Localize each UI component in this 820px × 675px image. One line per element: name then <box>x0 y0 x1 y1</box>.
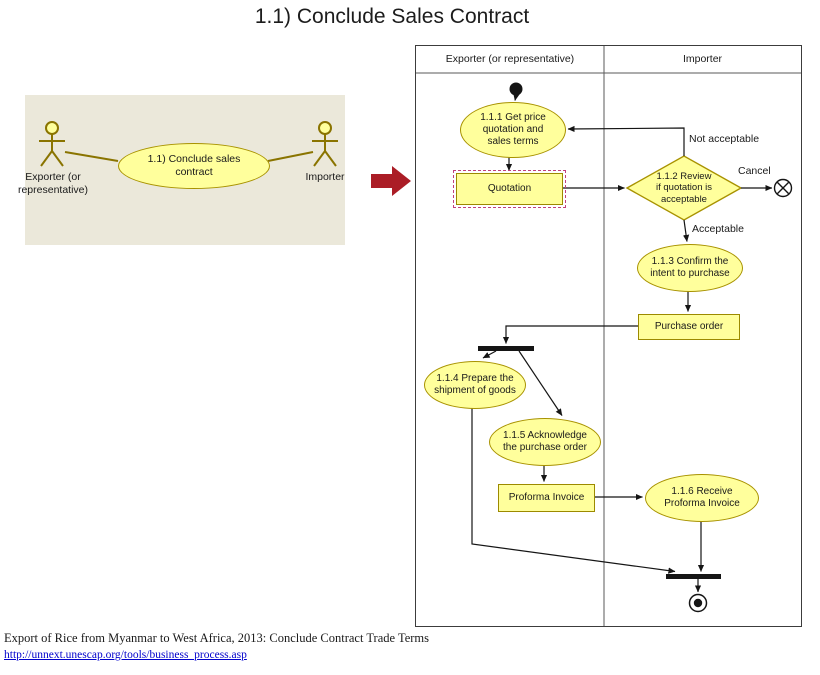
start-node <box>509 82 523 96</box>
flow-114-to-join <box>471 406 676 574</box>
use-case-conclude-sales-contract: 1.1) Conclude sales contract <box>118 143 270 189</box>
uc-line-importer <box>267 151 314 162</box>
importer-actor-icon <box>312 121 338 167</box>
flow-fork-to-115 <box>518 350 563 416</box>
uc-line-exporter <box>64 151 119 162</box>
flow-not-acceptable <box>567 125 685 156</box>
node-prepare-shipment: 1.1.4 Prepare the shipment of goods <box>424 361 526 409</box>
connector-layer <box>416 46 801 626</box>
activity-diagram: Exporter (or representative) Importer 1.… <box>415 45 802 627</box>
node-get-price-quotation: 1.1.1 Get price quotation and sales term… <box>460 102 566 158</box>
actor-importer-label: Importer <box>305 171 345 183</box>
page-title: 1.1) Conclude Sales Contract <box>254 5 530 28</box>
use-case-connectors <box>39 121 338 167</box>
flow-purchase-order-to-fork <box>502 325 638 344</box>
end-node <box>688 593 708 613</box>
node-purchase-order-document: Purchase order <box>638 314 740 340</box>
lane-header-exporter: Exporter (or representative) <box>445 53 575 65</box>
node-proforma-invoice-document: Proforma Invoice <box>498 484 595 512</box>
exporter-actor-icon <box>39 121 65 167</box>
node-acknowledge-order: 1.1.5 Acknowledge the purchase order <box>489 418 601 466</box>
use-case-diagram: 1.1) Conclude sales contract Exporter (o… <box>18 95 345 245</box>
footer-link[interactable]: http://unnext.unescap.org/tools/business… <box>4 649 247 661</box>
label-acceptable: Acceptable <box>692 223 744 235</box>
footer-caption: Export of Rice from Myanmar to West Afri… <box>4 631 430 645</box>
node-review-quotation: 1.1.2 Review if quotation is acceptable <box>656 171 712 205</box>
fork-bar <box>478 346 534 351</box>
maps-to-arrow-icon <box>371 166 411 196</box>
lane-header-importer: Importer <box>682 53 723 65</box>
node-confirm-intent: 1.1.3 Confirm the intent to purchase <box>637 244 743 292</box>
node-quotation-document: Quotation <box>452 169 567 209</box>
flow-fork-to-114 <box>482 350 497 359</box>
label-not-acceptable: Not acceptable <box>689 133 760 145</box>
cancel-final-node-icon <box>773 178 793 198</box>
actor-exporter-label: Exporter (or representative) <box>17 171 89 197</box>
flow-acceptable <box>682 219 690 242</box>
join-bar <box>666 574 721 579</box>
label-cancel: Cancel <box>738 165 771 177</box>
flow-start-to-111 <box>513 93 520 101</box>
node-receive-proforma: 1.1.6 Receive Proforma Invoice <box>645 474 759 522</box>
